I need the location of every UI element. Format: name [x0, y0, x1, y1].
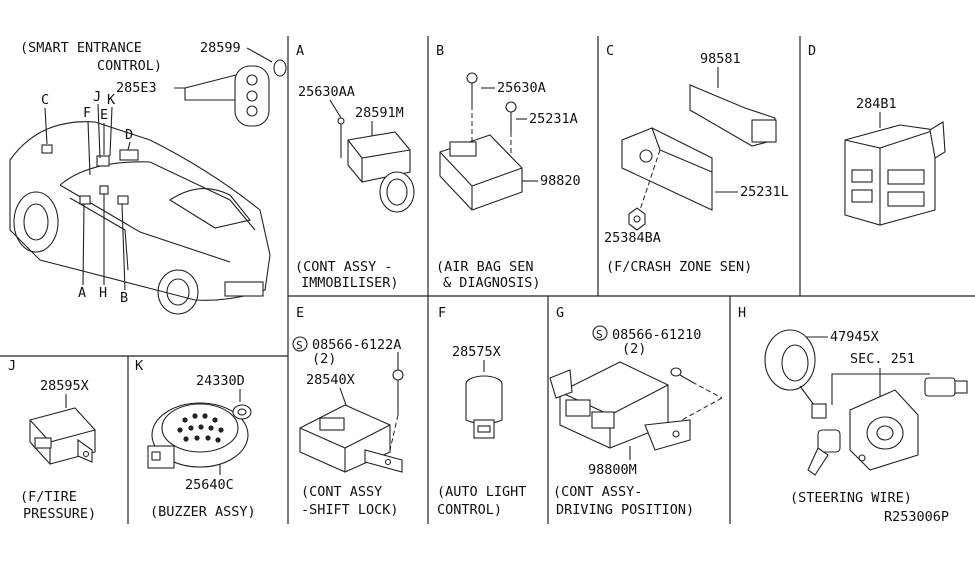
locator-b: B: [120, 290, 128, 306]
part-number-98820: 98820: [540, 173, 581, 189]
panel-a-caption-2: IMMOBILISER): [301, 275, 399, 291]
quantity-e: (2): [312, 351, 336, 367]
panel-g-caption-1: (CONT ASSY-: [553, 484, 642, 500]
panel-d: D 284B1: [808, 43, 946, 226]
immobiliser-unit-icon: [337, 117, 415, 213]
panel-main: (SMART ENTRANCE CONTROL) 28599 285E3: [9, 40, 287, 315]
screw-symbol-g: S: [596, 328, 603, 341]
panel-g: G S 08566-61210 (2) 98800M (CONT ASSY- D…: [549, 305, 723, 518]
panel-k: K 24330D 25640C (BUZZER ASSY): [135, 358, 256, 520]
part-number-28575X: 28575X: [452, 344, 501, 360]
part-number-25384BA: 25384BA: [604, 230, 661, 246]
part-number-28595X: 28595X: [40, 378, 89, 394]
panel-f-caption-2: CONTROL): [437, 502, 502, 518]
panel-e-caption-2: -SHIFT LOCK): [301, 502, 399, 518]
part-number-98800M: 98800M: [588, 462, 637, 478]
auto-light-sensor-icon: [465, 375, 503, 439]
panel-j-caption-1: (F/TIRE: [20, 489, 77, 505]
airbag-sensor-icon: [439, 72, 523, 211]
module-d-icon: [844, 121, 946, 226]
screw-symbol-e: S: [296, 339, 303, 352]
panel-a-letter: A: [296, 43, 304, 59]
part-number-98581: 98581: [700, 51, 741, 67]
panel-e-caption-1: (CONT ASSY: [301, 484, 382, 500]
locator-d: D: [125, 127, 133, 143]
panel-c-caption-1: (F/CRASH ZONE SEN): [606, 259, 752, 275]
locator-h: H: [99, 285, 107, 301]
tire-pressure-module-icon: [29, 407, 96, 465]
locator-a: A: [78, 285, 86, 301]
car-outline-icon: [9, 121, 271, 315]
panel-h-letter: H: [738, 305, 746, 321]
main-caption-2: CONTROL): [97, 58, 162, 74]
panel-c-letter: C: [606, 43, 614, 59]
panel-e-letter: E: [296, 305, 304, 321]
panel-j: J 28595X (F/TIRE PRESSURE): [8, 358, 96, 522]
panel-b-caption-1: (AIR BAG SEN: [436, 259, 534, 275]
part-number-285E3: 285E3: [116, 80, 157, 96]
part-number-08566-61210: 08566-61210: [612, 327, 701, 343]
part-number-28599: 28599: [200, 40, 241, 56]
part-number-284B1: 284B1: [856, 96, 897, 112]
panel-j-letter: J: [8, 358, 16, 374]
steering-wire-icon: [764, 329, 968, 476]
main-caption-1: (SMART ENTRANCE: [20, 40, 142, 56]
panel-h-caption-1: (STEERING WIRE): [790, 490, 912, 506]
panel-b-caption-2: & DIAGNOSIS): [443, 275, 541, 291]
part-number-25231A: 25231A: [529, 111, 578, 127]
part-number-28591M: 28591M: [355, 105, 404, 121]
part-number-08566-6122A: 08566-6122A: [312, 337, 401, 353]
panel-d-letter: D: [808, 43, 816, 59]
key-fob-icon: [234, 59, 287, 127]
locator-e: E: [100, 107, 108, 123]
panel-f: F 28575X (AUTO LIGHT CONTROL): [437, 305, 526, 518]
part-number-47945X: 47945X: [830, 329, 879, 345]
locator-j: J: [93, 89, 101, 105]
panel-f-letter: F: [438, 305, 446, 321]
panel-g-letter: G: [556, 305, 564, 321]
panel-g-caption-2: DRIVING POSITION): [556, 502, 694, 518]
part-number-25231L: 25231L: [740, 184, 789, 200]
section-ref-251: SEC. 251: [850, 351, 915, 367]
panel-k-caption-1: (BUZZER ASSY): [150, 504, 256, 520]
panel-j-caption-2: PRESSURE): [23, 506, 96, 522]
panel-a: A 25630AA 28591M (CONT ASSY - IMMOBILISE…: [295, 43, 415, 291]
panel-e: E S 08566-6122A (2) 28540X (CONT ASSY -S…: [292, 305, 404, 518]
panel-b-letter: B: [436, 43, 444, 59]
part-number-24330D: 24330D: [196, 373, 245, 389]
panel-grid: [0, 36, 975, 524]
panel-a-caption-1: (CONT ASSY -: [295, 259, 393, 275]
buzzer-icon: [147, 402, 252, 469]
driving-position-unit-icon: [549, 361, 723, 451]
panel-b: B 25630A 25231A 98820 (AIR BAG SEN & DIA…: [436, 43, 581, 291]
panel-h: H 47945X SEC. 251 (STEERING WIRE): [738, 305, 968, 506]
part-number-25640C: 25640C: [185, 477, 234, 493]
locator-c: C: [41, 92, 49, 108]
crash-zone-sensor-icon: [621, 84, 777, 231]
quantity-g: (2): [622, 341, 646, 357]
shift-lock-unit-icon: [299, 369, 404, 473]
panel-c: C 98581 25231L 25384BA (F/CRASH ZONE SEN…: [604, 43, 789, 275]
panel-f-caption-1: (AUTO LIGHT: [437, 484, 526, 500]
part-number-28540X: 28540X: [306, 372, 355, 388]
diagram-reference-code: R253006P: [884, 509, 949, 525]
part-number-25630AA: 25630AA: [298, 84, 355, 100]
locator-k: K: [107, 92, 116, 108]
locator-f: F: [83, 105, 91, 121]
panel-k-letter: K: [135, 358, 144, 374]
part-number-25630A: 25630A: [497, 80, 546, 96]
